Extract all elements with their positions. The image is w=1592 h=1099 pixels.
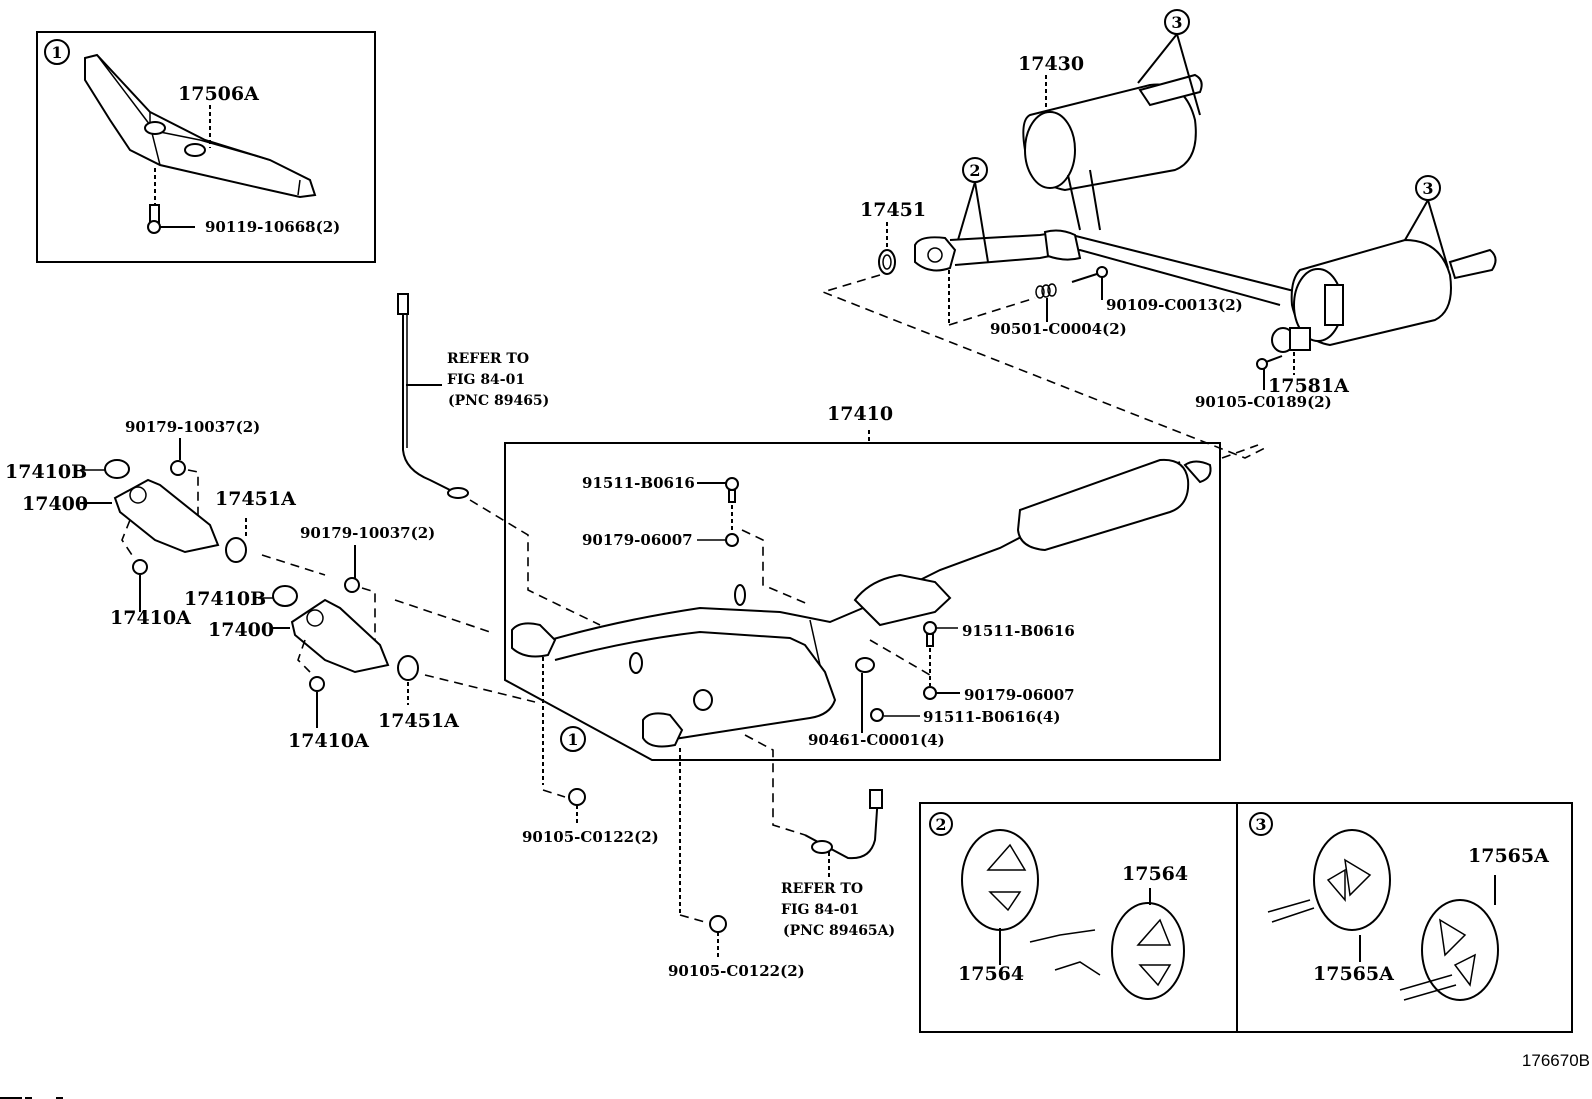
stud-bolt-icon	[568, 788, 586, 806]
callout-3-lower: 3	[1404, 175, 1449, 269]
label-17430: 17430	[1018, 53, 1084, 75]
gasket-icon	[397, 655, 419, 681]
svg-text:2: 2	[969, 161, 980, 180]
nut-icon	[132, 559, 148, 575]
gasket-icon	[225, 537, 247, 563]
svg-text:3: 3	[1255, 815, 1266, 834]
label-17410: 17410	[827, 403, 893, 425]
stud-bolt-icon	[709, 915, 727, 933]
label-17400-lower: 17400	[208, 619, 274, 641]
spring-icon	[1035, 283, 1057, 299]
callout-3-upper: 3	[1137, 9, 1201, 116]
detail-3-box: 3 17565A 17565A	[1236, 802, 1573, 1033]
nut-icon	[725, 533, 739, 547]
nut-icon	[309, 676, 325, 692]
label-17451A-upper: 17451A	[215, 488, 296, 510]
svg-text:3: 3	[1171, 13, 1182, 32]
nut-icon	[344, 577, 360, 593]
nut-icon	[170, 460, 186, 476]
label-90179-06007-top: 90179-06007	[582, 531, 693, 549]
label-17400-upper: 17400	[22, 493, 88, 515]
front-pipe-assembly: 17410 91511-B0616 90179-06007	[504, 403, 1259, 980]
bolt-icon	[147, 204, 161, 234]
label-17564-right: 17564	[1122, 863, 1188, 885]
label-90119-10668: 90119-10668(2)	[205, 218, 340, 236]
label-90105-C0122-bottom: 90105-C0122(2)	[668, 962, 805, 980]
label-90179-10037-upper: 90179-10037(2)	[125, 418, 260, 436]
label-17410B-upper: 17410B	[5, 461, 87, 483]
upper-o2-sensor: REFER TO FIG 84-01 (PNC 89465)	[397, 293, 601, 626]
label-90461-C0001: 90461-C0001(4)	[808, 731, 945, 749]
label-17451: 17451	[860, 199, 926, 221]
callout-1-inset: 1	[44, 39, 70, 65]
label-91511-B0616-right: 91511-B0616	[962, 622, 1075, 640]
pipe-flange	[642, 712, 684, 748]
label-17506A: 17506A	[178, 83, 259, 105]
label-17565A-right: 17565A	[1468, 845, 1549, 867]
label-90105-C0122-left: 90105-C0122(2)	[522, 828, 659, 846]
nut-icon	[923, 686, 937, 700]
label-17565A-left: 17565A	[1313, 963, 1394, 985]
label-90179-10037-lower: 90179-10037(2)	[300, 524, 435, 542]
ref-lower-line3: (PNC 89465A)	[783, 923, 895, 939]
ref-upper-line1: REFER TO	[447, 351, 529, 367]
bolt-icon	[725, 477, 739, 491]
pipe-flange	[511, 622, 557, 658]
gasket-icon	[272, 585, 298, 607]
bracket-part	[84, 53, 317, 199]
label-17410B-lower: 17410B	[184, 588, 266, 610]
svg-text:3: 3	[1422, 179, 1433, 198]
label-90501-C0004: 90501-C0004(2)	[990, 320, 1127, 338]
ref-lower-line1: REFER TO	[781, 881, 863, 897]
label-17410A-lower: 17410A	[288, 730, 369, 752]
svg-text:1: 1	[567, 730, 578, 749]
gasket-icon	[104, 459, 130, 479]
svg-text:1: 1	[51, 43, 62, 62]
ref-upper-line3: (PNC 89465)	[448, 393, 549, 409]
bolt-icon	[923, 621, 937, 635]
figure-id: 176670B	[1522, 1051, 1590, 1070]
bolt-icon	[1071, 266, 1108, 283]
hanger-rubber-17564-left	[961, 829, 1039, 931]
hanger-rubber-17564-right	[1111, 902, 1185, 1000]
detail-2-box: 2 17564 17564	[919, 802, 1238, 1033]
callout-3-detail: 3	[1249, 812, 1273, 836]
valve-actuator-part	[1271, 327, 1311, 353]
label-17410A-upper: 17410A	[110, 607, 191, 629]
label-90179-06007-right: 90179-06007	[964, 686, 1075, 704]
label-91511-B0616-4: 91511-B0616(4)	[923, 708, 1060, 726]
callout-1-pipe: 1	[560, 726, 586, 752]
label-17581A: 17581A	[1268, 375, 1349, 397]
label-17451A-lower: 17451A	[378, 710, 459, 732]
callout-2-detail: 2	[929, 812, 953, 836]
label-90105-C0189: 90105-C0189(2)	[1195, 393, 1332, 411]
inset-1-box: 1 17506A 90119-10668(2)	[36, 31, 376, 263]
callout-2-rear: 2	[957, 157, 989, 263]
rear-muffler-section: 17451 17430 3 2 3	[820, 9, 1497, 459]
svg-text:2: 2	[935, 815, 946, 834]
ref-upper-line2: FIG 84-01	[447, 372, 525, 388]
lower-o2-sensor: REFER TO FIG 84-01 (PNC 89465A)	[744, 734, 895, 939]
bolt-icon	[870, 708, 884, 722]
label-91511-B0616-top: 91511-B0616	[582, 474, 695, 492]
hanger-rubber-17565A-right	[1421, 899, 1499, 1001]
ref-lower-line2: FIG 84-01	[781, 902, 859, 918]
hanger-rubber-17565A-left	[1313, 829, 1391, 931]
assembly-17410-box	[504, 442, 1221, 761]
bolt-icon	[1256, 355, 1283, 370]
label-90109-C0013: 90109-C0013(2)	[1106, 296, 1243, 314]
label-17564-left: 17564	[958, 963, 1024, 985]
left-converters: 90179-10037(2) 17410B 17400 17451A 17410…	[5, 418, 536, 752]
